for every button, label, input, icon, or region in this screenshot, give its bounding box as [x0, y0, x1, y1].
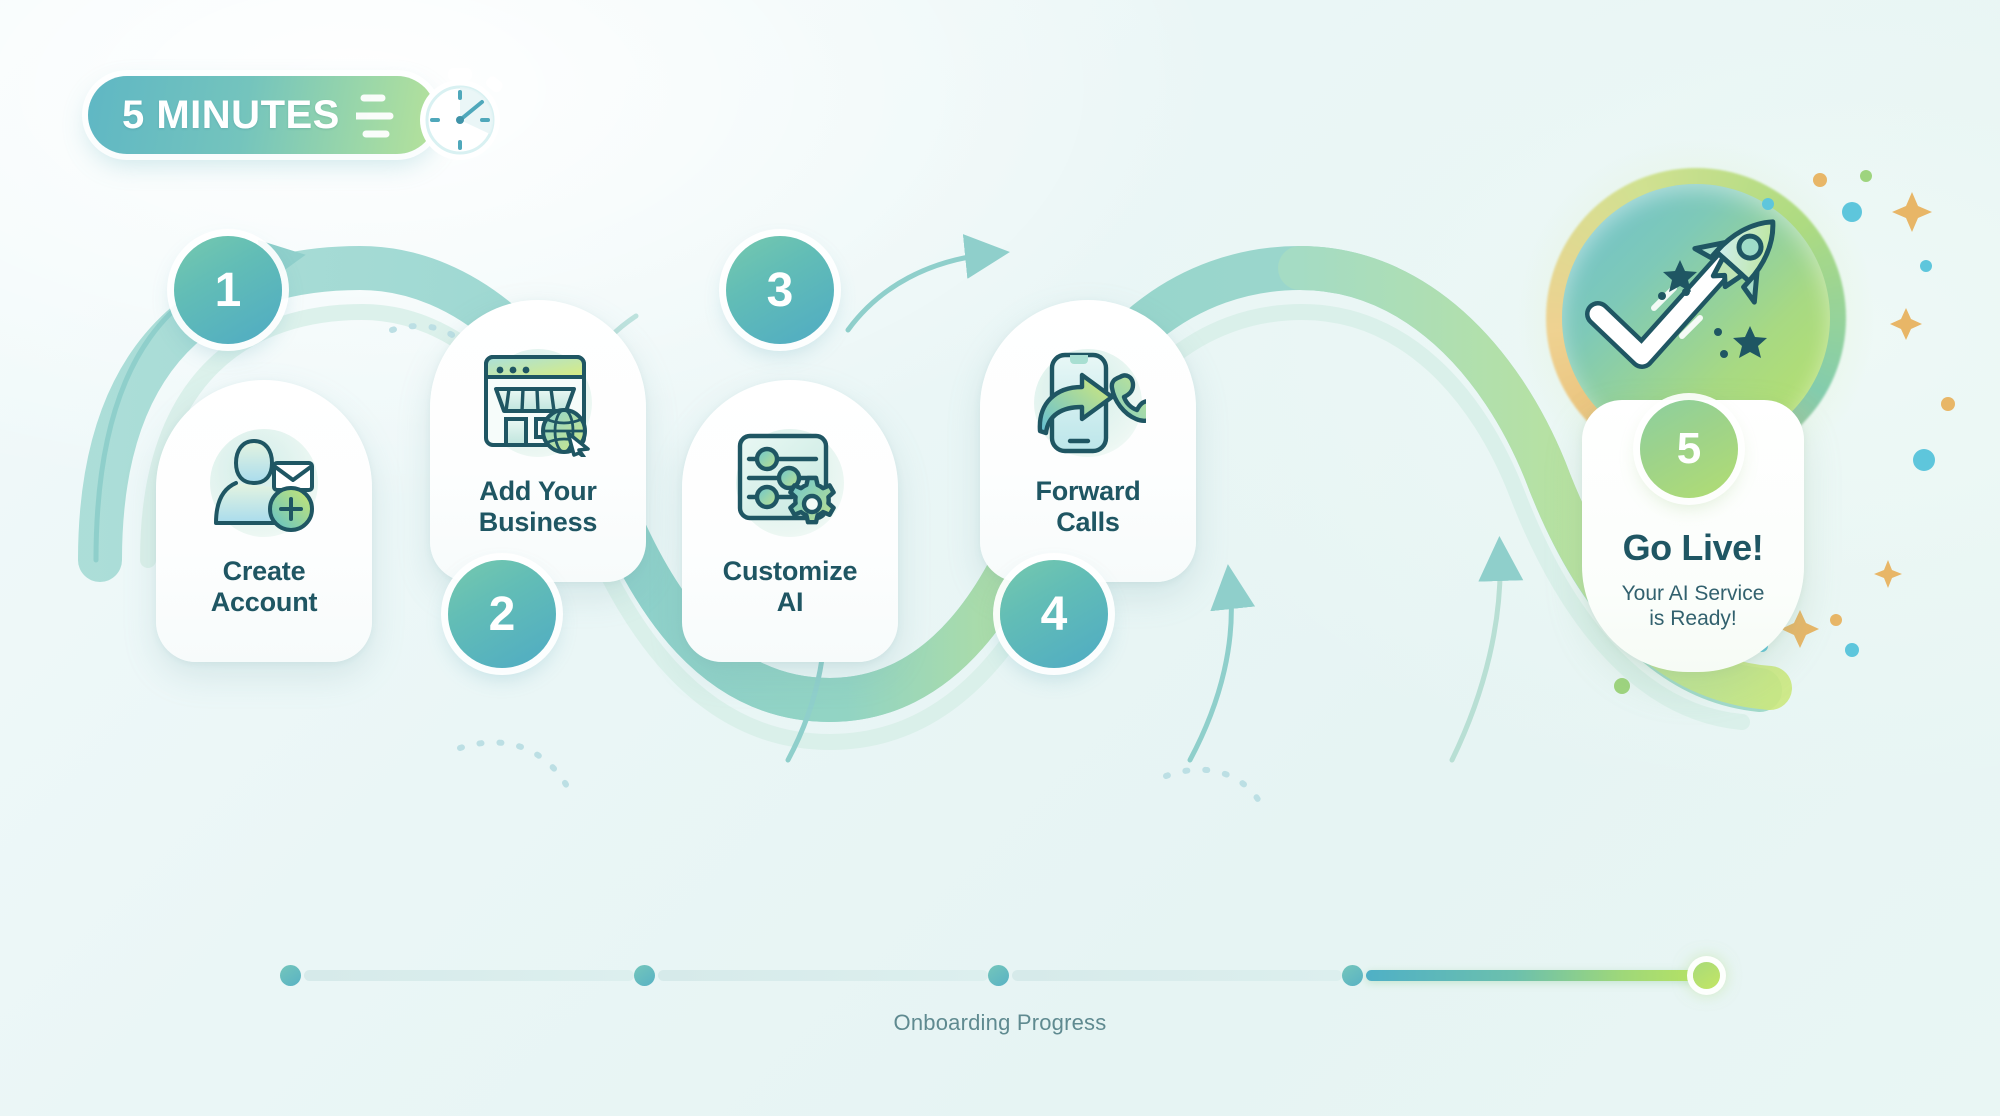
progress-dot-4[interactable]: [1342, 965, 1363, 986]
step-number-1[interactable]: 1: [174, 236, 282, 344]
user-add-email-icon: [205, 424, 323, 542]
rocket-checkmark-icon: [1585, 219, 1776, 369]
step-card-3[interactable]: Customize AI: [682, 380, 898, 662]
settings-sliders-gear-icon: [731, 424, 849, 542]
step-number-3[interactable]: 3: [726, 236, 834, 344]
step-number-4[interactable]: 4: [1000, 560, 1108, 668]
onboarding-progress: Onboarding Progress: [280, 962, 1720, 1036]
step-label-4: Forward Calls: [1035, 476, 1141, 537]
progress-dot-3[interactable]: [988, 965, 1009, 986]
progress-dot-1[interactable]: [280, 965, 301, 986]
time-estimate-badge: 5 MINUTES: [88, 68, 503, 160]
step-label-1: Create Account: [210, 556, 318, 617]
progress-segment-2: [658, 970, 988, 981]
progress-segment-1: [304, 970, 634, 981]
step-label-2: Add Your Business: [478, 476, 598, 537]
step-card-4[interactable]: Forward Calls: [980, 300, 1196, 582]
go-live-subtitle: Your AI Service is Ready!: [1621, 581, 1765, 631]
step-label-3: Customize AI: [722, 556, 858, 617]
step-number-5[interactable]: 5: [1640, 400, 1738, 498]
stopwatch-icon: [356, 68, 503, 160]
phone-forward-icon: [1029, 344, 1147, 462]
progress-segment-4: [1366, 970, 1696, 981]
progress-dot-5[interactable]: [1693, 962, 1720, 989]
step-card-1[interactable]: Create Account: [156, 380, 372, 662]
progress-label: Onboarding Progress: [893, 1010, 1107, 1035]
progress-dot-2[interactable]: [634, 965, 655, 986]
storefront-browser-globe-icon: [479, 344, 597, 462]
step-card-2[interactable]: Add Your Business: [430, 300, 646, 582]
progress-segment-3: [1012, 970, 1342, 981]
step-number-2[interactable]: 2: [448, 560, 556, 668]
progress-track[interactable]: [280, 962, 1720, 989]
time-estimate-label: 5 MINUTES: [122, 92, 340, 137]
go-live-title: Go Live!: [1622, 526, 1764, 568]
